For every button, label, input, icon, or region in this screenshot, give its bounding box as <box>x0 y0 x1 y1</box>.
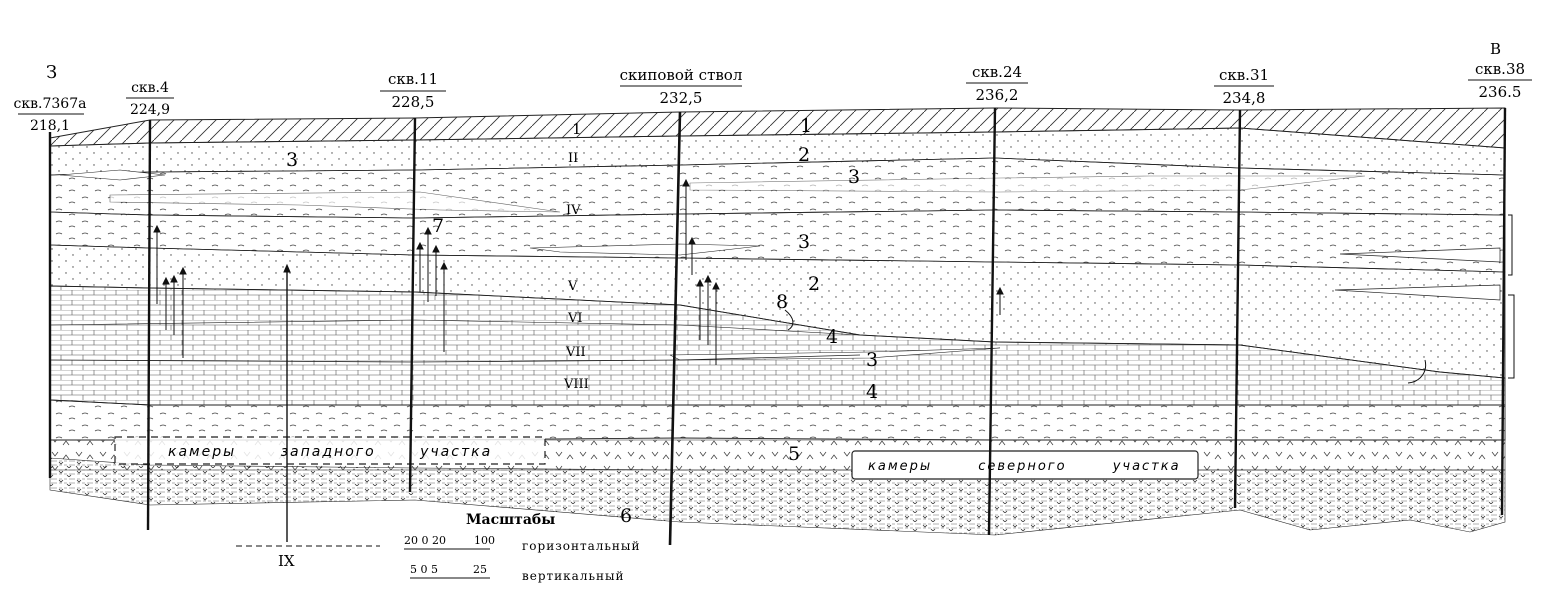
chamber-outlines <box>114 436 1199 480</box>
well-name: скиповой ствол <box>620 66 743 84</box>
arrow-head <box>170 274 178 283</box>
well-elevation: 236,2 <box>976 86 1019 104</box>
layer-number-labels: 1 1 2 2 3 3 3 3 4 4 5 6 7 8 <box>286 115 878 527</box>
layer-number: 8 <box>776 291 788 313</box>
horizon-label: VI <box>567 311 583 326</box>
well-header-4: скв.4 224,9 <box>126 80 174 118</box>
well-name: скв.11 <box>388 70 438 88</box>
internal-bed-line <box>49 319 861 336</box>
boreholes <box>48 107 1507 546</box>
section-line-label: IX <box>278 552 295 570</box>
north-chamber-outline <box>851 450 1199 480</box>
horizon-label: VII <box>565 345 586 360</box>
well-header-11: скв.11 228,5 <box>380 70 446 111</box>
arrow-head <box>712 281 720 290</box>
borehole-4 <box>146 119 152 531</box>
west-chamber-label: камеры западного участка <box>168 444 492 460</box>
layer-number: 3 <box>848 166 860 188</box>
well-elevation: 236.5 <box>1479 83 1522 101</box>
lens <box>59 169 166 181</box>
arrow-head <box>179 266 187 275</box>
well-name: скв.4 <box>131 80 169 96</box>
layer-number: 2 <box>798 144 810 166</box>
borehole-38 <box>1500 107 1507 516</box>
lens <box>1339 247 1501 263</box>
well-header-31: скв.31 234,8 <box>1214 66 1274 107</box>
scale-legend: IX Масштабы 20 0 20 100 горизонтальный 5… <box>236 512 640 583</box>
borehole-skip-shaft <box>668 111 682 546</box>
lens <box>669 347 1001 361</box>
arrow-head <box>696 278 704 287</box>
well-header-24: скв.24 236,2 <box>966 63 1028 104</box>
well-elevation: 224,9 <box>130 102 170 118</box>
section-end-east: В <box>1490 40 1501 58</box>
layer-number: 7 <box>432 215 444 237</box>
layer-number: 2 <box>808 273 820 295</box>
well-headers: скв.7367а 218,1 скв.4 224,9 скв.11 228,5… <box>14 60 1532 134</box>
well-name: скв.38 <box>1475 60 1525 78</box>
horizon-label: IV <box>566 203 581 218</box>
horizon-labels: II IV V VI VII VIII <box>563 151 589 392</box>
lens <box>689 175 1366 193</box>
layer-number: 5 <box>788 443 800 465</box>
scale-title: Масштабы <box>466 512 555 528</box>
layer-lower-clay <box>49 399 1506 441</box>
horizon-label: V <box>567 279 578 294</box>
horizon-label: II <box>568 151 578 166</box>
stratigraphy <box>49 107 1506 536</box>
well-elevation: 228,5 <box>392 93 435 111</box>
section-end-west: З <box>46 62 57 83</box>
bracket <box>1508 214 1513 276</box>
borehole-24 <box>987 107 997 536</box>
arrow-head <box>416 241 424 250</box>
arrow-head <box>688 236 696 245</box>
well-header-7367a: скв.7367а 218,1 <box>14 96 87 134</box>
west-chamber-outline <box>114 436 546 465</box>
well-name: скв.31 <box>1219 66 1269 84</box>
vertical-scale-ticks: 5 0 5 25 <box>410 563 487 576</box>
layer-number: 3 <box>866 349 878 371</box>
layer-number: 6 <box>620 505 632 527</box>
arrow-head <box>424 226 432 235</box>
layer-number: 3 <box>798 231 810 253</box>
layer-number: 1 <box>572 120 582 138</box>
arrow-head <box>153 224 161 233</box>
internal-bed-line <box>49 354 861 363</box>
horizon-label: VIII <box>563 377 589 392</box>
layer-number: 4 <box>826 326 838 348</box>
well-elevation: 234,8 <box>1223 89 1266 107</box>
vertical-scale-label: вертикальный <box>522 569 625 583</box>
arrow-head <box>682 178 690 187</box>
arrow-head <box>432 244 440 253</box>
horizontal-scale-ticks: 20 0 20 100 <box>404 534 495 547</box>
water-level-arrows <box>153 178 1515 384</box>
well-header-38: скв.38 236.5 <box>1468 60 1532 101</box>
bracket <box>1508 294 1515 379</box>
arrow-head <box>704 274 712 283</box>
arrow-head <box>440 261 448 270</box>
north-chamber-label: камеры северного участка <box>868 459 1181 474</box>
arrow-head <box>162 276 170 285</box>
well-header-skip-shaft: скиповой ствол 232,5 <box>620 66 743 107</box>
arrow-head <box>283 263 291 273</box>
horizontal-scale-label: горизонтальный <box>522 539 640 553</box>
well-name: скв.7367а <box>14 96 87 112</box>
borehole-11 <box>408 117 417 493</box>
well-elevation: 232,5 <box>660 89 703 107</box>
lens <box>529 243 761 256</box>
borehole-31 <box>1233 109 1242 509</box>
curved-arrow <box>1407 359 1427 384</box>
lens <box>109 191 561 213</box>
layer-number: 4 <box>866 381 878 403</box>
well-elevation: 218,1 <box>30 118 70 134</box>
lens <box>1334 284 1501 301</box>
layer-number: 3 <box>286 149 298 171</box>
well-name: скв.24 <box>972 63 1022 81</box>
arrow-head <box>996 286 1004 295</box>
layer-number: 1 <box>800 115 812 137</box>
curved-arrow <box>784 309 794 331</box>
